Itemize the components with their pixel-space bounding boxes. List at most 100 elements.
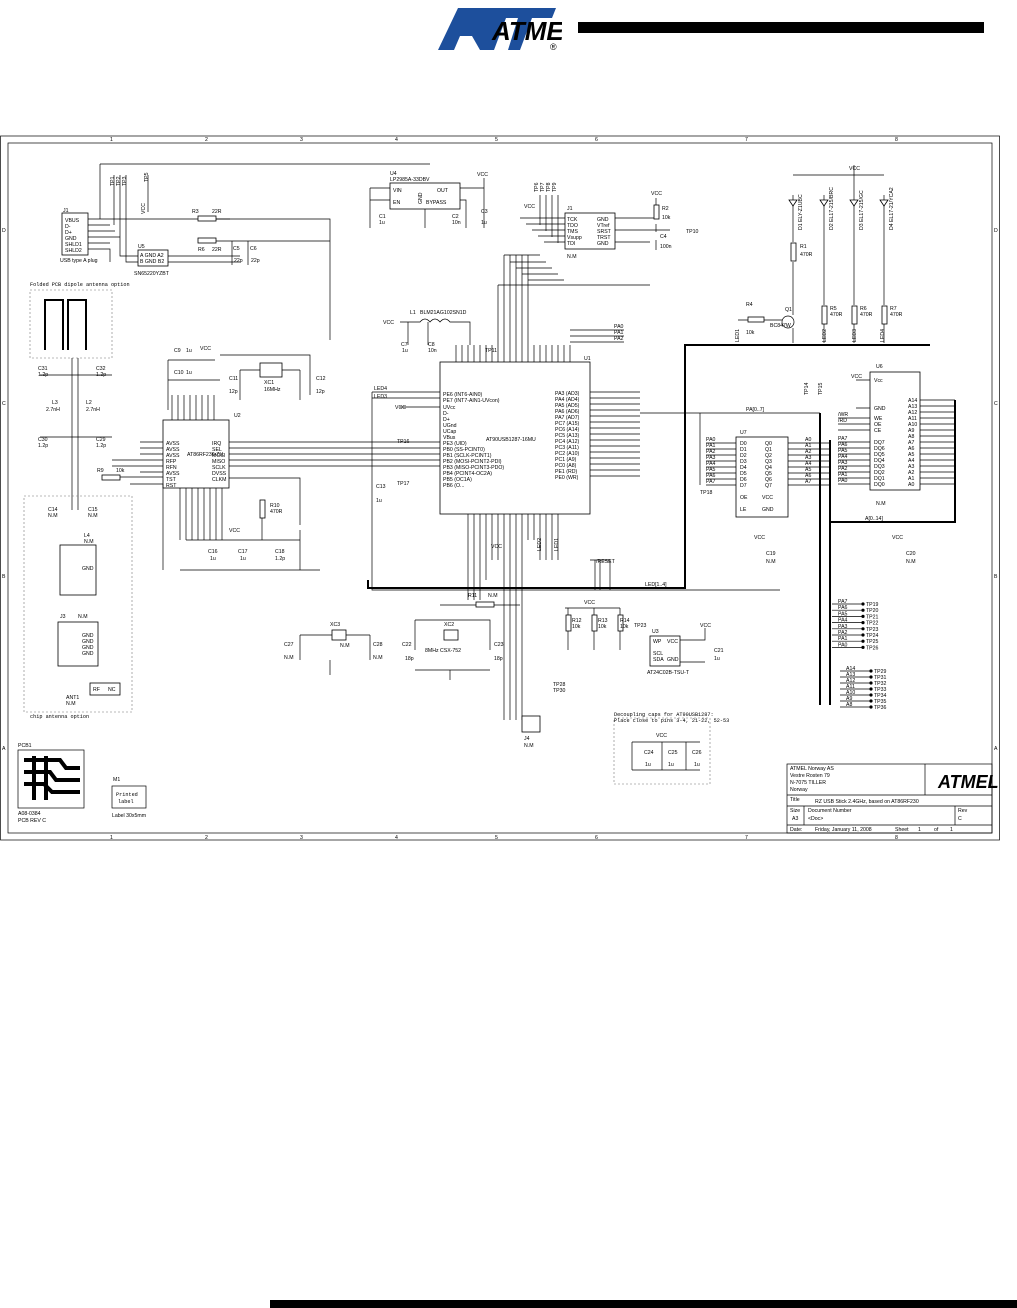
- svg-text:M1: M1: [113, 777, 120, 783]
- svg-text:LED[1..4]: LED[1..4]: [645, 582, 667, 588]
- svg-text:A0: A0: [805, 437, 811, 443]
- svg-text:TP30: TP30: [553, 688, 566, 694]
- svg-text:C11: C11: [229, 376, 238, 382]
- svg-text:TCK: TCK: [567, 217, 578, 223]
- svg-text:A4: A4: [805, 461, 811, 467]
- svg-text:BLM21AG102SN1D: BLM21AG102SN1D: [420, 310, 467, 316]
- label-m1: M1 Printed label Label 30x5mm: [111, 777, 147, 819]
- svg-text:VCC: VCC: [584, 600, 595, 606]
- svg-text:A1: A1: [908, 476, 914, 482]
- svg-text:Sheet: Sheet: [895, 827, 909, 833]
- svg-text:CE: CE: [874, 428, 882, 434]
- svg-text:PE7 (INT7-AIN1-UVcon): PE7 (INT7-AIN1-UVcon): [443, 398, 500, 404]
- test-point-dot: [869, 693, 873, 697]
- svg-text:1: 1: [950, 827, 953, 833]
- test-point-dot: [861, 645, 865, 650]
- svg-text:3: 3: [300, 835, 303, 841]
- tp-label: TP24: [866, 633, 879, 639]
- svg-text:VCC: VCC: [524, 204, 535, 210]
- svg-text:D2 EL17-215/BRC: D2 EL17-215/BRC: [829, 187, 835, 230]
- svg-text:C13: C13: [376, 484, 386, 490]
- svg-text:L1: L1: [410, 310, 416, 316]
- svg-text:PA5: PA5: [706, 467, 716, 473]
- svg-text:GND: GND: [418, 192, 424, 204]
- svg-text:VCC: VCC: [491, 544, 502, 550]
- tp-net-label: PA0: [838, 642, 848, 648]
- svg-text:Folded PCB dipole antenna opti: Folded PCB dipole antenna option: [30, 282, 130, 288]
- svg-text:22R: 22R: [212, 247, 222, 253]
- tp-label: TP23: [866, 627, 879, 633]
- svg-text:Vestre Rosten 79: Vestre Rosten 79: [790, 773, 830, 779]
- svg-text:Q5: Q5: [765, 471, 772, 477]
- svg-text:OE: OE: [740, 495, 748, 501]
- svg-text:470R: 470R: [860, 312, 873, 318]
- tp-net-label: PA7: [838, 599, 848, 605]
- svg-text:U5: U5: [138, 244, 145, 250]
- svg-text:C14: C14: [48, 507, 58, 513]
- svg-text:N.M: N.M: [284, 655, 294, 661]
- svg-text:Label 30x5mm: Label 30x5mm: [112, 813, 146, 819]
- mcu-u1: U1 AT90USB1287-16MU: [439, 356, 591, 515]
- svg-text:PC3 (A11): PC3 (A11): [555, 445, 579, 451]
- svg-text:XC2: XC2: [444, 622, 454, 628]
- svg-text:A3: A3: [805, 455, 811, 461]
- svg-text:D1 ELY-Z1UBC: D1 ELY-Z1UBC: [798, 194, 804, 230]
- row-labels: D C B A D C B A: [2, 228, 998, 752]
- svg-text:1u: 1u: [694, 762, 700, 768]
- svg-text:LED3: LED3: [374, 394, 387, 400]
- svg-text:VBus: VBus: [443, 435, 456, 441]
- svg-text:A: A: [994, 746, 998, 752]
- svg-text:Printed: Printed: [116, 792, 138, 798]
- svg-text:18p: 18p: [494, 656, 503, 662]
- svg-text:10k: 10k: [116, 468, 125, 474]
- svg-text:UGnd: UGnd: [443, 423, 457, 429]
- svg-text:N.M: N.M: [48, 513, 58, 519]
- tp-label: TP26: [866, 645, 879, 651]
- svg-text:N.M: N.M: [88, 513, 98, 519]
- svg-text:EN: EN: [393, 200, 400, 206]
- svg-text:C28: C28: [373, 642, 383, 648]
- svg-text:470R: 470R: [800, 252, 813, 258]
- svg-text:RZ USB Stick 2.4GHz, based on: RZ USB Stick 2.4GHz, based on AT86RF230: [815, 799, 919, 805]
- svg-text:RFN: RFN: [166, 465, 177, 471]
- svg-text:5: 5: [495, 137, 498, 143]
- svg-text:U6: U6: [876, 364, 883, 370]
- svg-text:C: C: [994, 401, 998, 407]
- svg-text:1u: 1u: [376, 498, 382, 504]
- svg-text:Q6: Q6: [765, 477, 772, 483]
- svg-text:Q7: Q7: [765, 483, 772, 489]
- svg-text:PB3 (MISO-PCINT3-PDO): PB3 (MISO-PCINT3-PDO): [443, 465, 504, 471]
- tp-label: TP35: [874, 699, 887, 705]
- tp-net-label: A13: [846, 672, 855, 678]
- svg-text:PA4 (AD4): PA4 (AD4): [555, 397, 580, 403]
- memory-u6: U6 Vcc GND WE OE CE DQ7 DQ6 DQ5 DQ4 DQ3 …: [869, 364, 921, 507]
- svg-text:C9: C9: [174, 348, 181, 354]
- svg-text:/WR: /WR: [838, 412, 848, 418]
- svg-text:GND: GND: [82, 566, 94, 572]
- svg-text:TDI: TDI: [567, 241, 575, 247]
- svg-text:PE3 (UID): PE3 (UID): [443, 441, 467, 447]
- sheet-border: [0, 135, 1000, 841]
- svg-text:VCC: VCC: [700, 623, 711, 629]
- svg-text:ATMEL Norway AS: ATMEL Norway AS: [790, 766, 834, 772]
- svg-text:470R: 470R: [830, 312, 843, 318]
- test-point-dot: [861, 639, 865, 643]
- svg-text:VCC: VCC: [754, 535, 765, 541]
- svg-text:C1: C1: [379, 214, 386, 220]
- svg-text:DQ7: DQ7: [874, 440, 885, 446]
- tp-net-label: A10: [846, 690, 855, 696]
- svg-text:SN65220YZBT: SN65220YZBT: [134, 271, 170, 277]
- svg-text:RFP: RFP: [166, 459, 177, 465]
- svg-text:C7: C7: [401, 342, 408, 348]
- svg-text:RF: RF: [93, 687, 100, 693]
- svg-text:C24: C24: [644, 750, 654, 756]
- svg-text:D-: D-: [65, 224, 71, 230]
- svg-text:TP6: TP6: [534, 182, 540, 192]
- svg-text:LED1: LED1: [735, 329, 741, 342]
- svg-text:SRST: SRST: [597, 229, 612, 235]
- svg-text:A GND A2: A GND A2: [140, 253, 164, 259]
- svg-text:R14: R14: [620, 618, 630, 624]
- svg-text:R2: R2: [662, 206, 669, 212]
